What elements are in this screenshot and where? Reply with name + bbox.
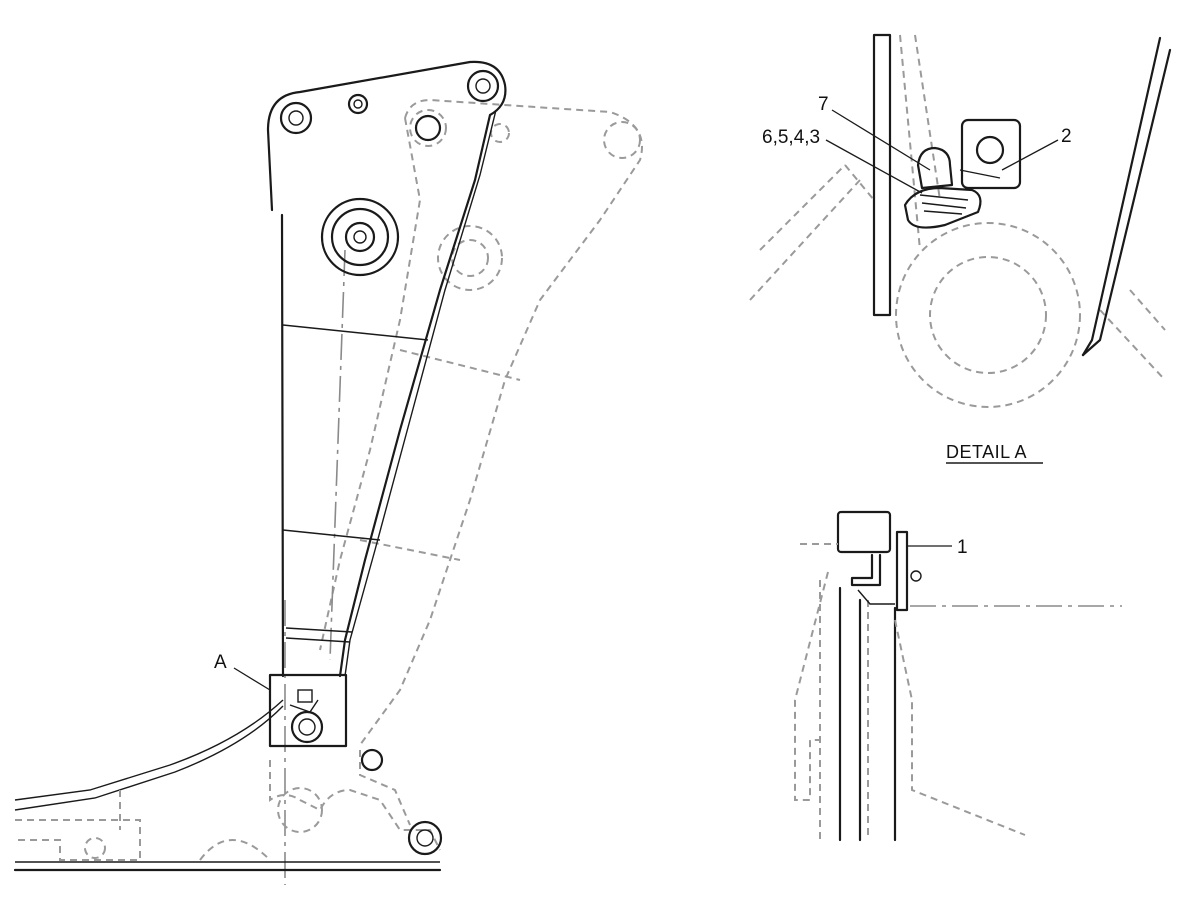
pivot-pins [279,69,500,277]
callout-1-label: 1 [957,537,968,558]
side-view: 1 [794,510,1122,842]
callout-2-leader [1001,139,1059,171]
detail-arm [1081,36,1162,357]
bracket-item-2 [960,118,1022,190]
ghost-arm-outline [319,98,643,746]
detail-a-box [268,673,348,748]
detail-a-view: 7 6,5,4,3 2 DETAIL A [749,33,1172,464]
hydraulic-hose [14,699,284,801]
base-frame [13,748,443,872]
callout-6543-label: 6,5,4,3 [762,127,820,148]
callout-7-leader [831,109,931,171]
main-view: A [13,60,643,885]
sensor-item-7 [916,146,954,190]
callout-a-label: A [214,652,227,673]
callout-6543-leader [825,139,923,194]
callout-7-label: 7 [818,94,829,115]
boom-arm [266,60,507,678]
plate-item-1 [895,530,909,612]
detail-a-title: DETAIL A [946,442,1027,462]
callout-a-leader [233,667,271,691]
callout-2-label: 2 [1061,126,1072,147]
mount-plate-items-6543 [903,186,982,229]
detail-roller [895,222,1081,408]
side-sensor-box [836,510,892,554]
detail-post [872,33,892,317]
